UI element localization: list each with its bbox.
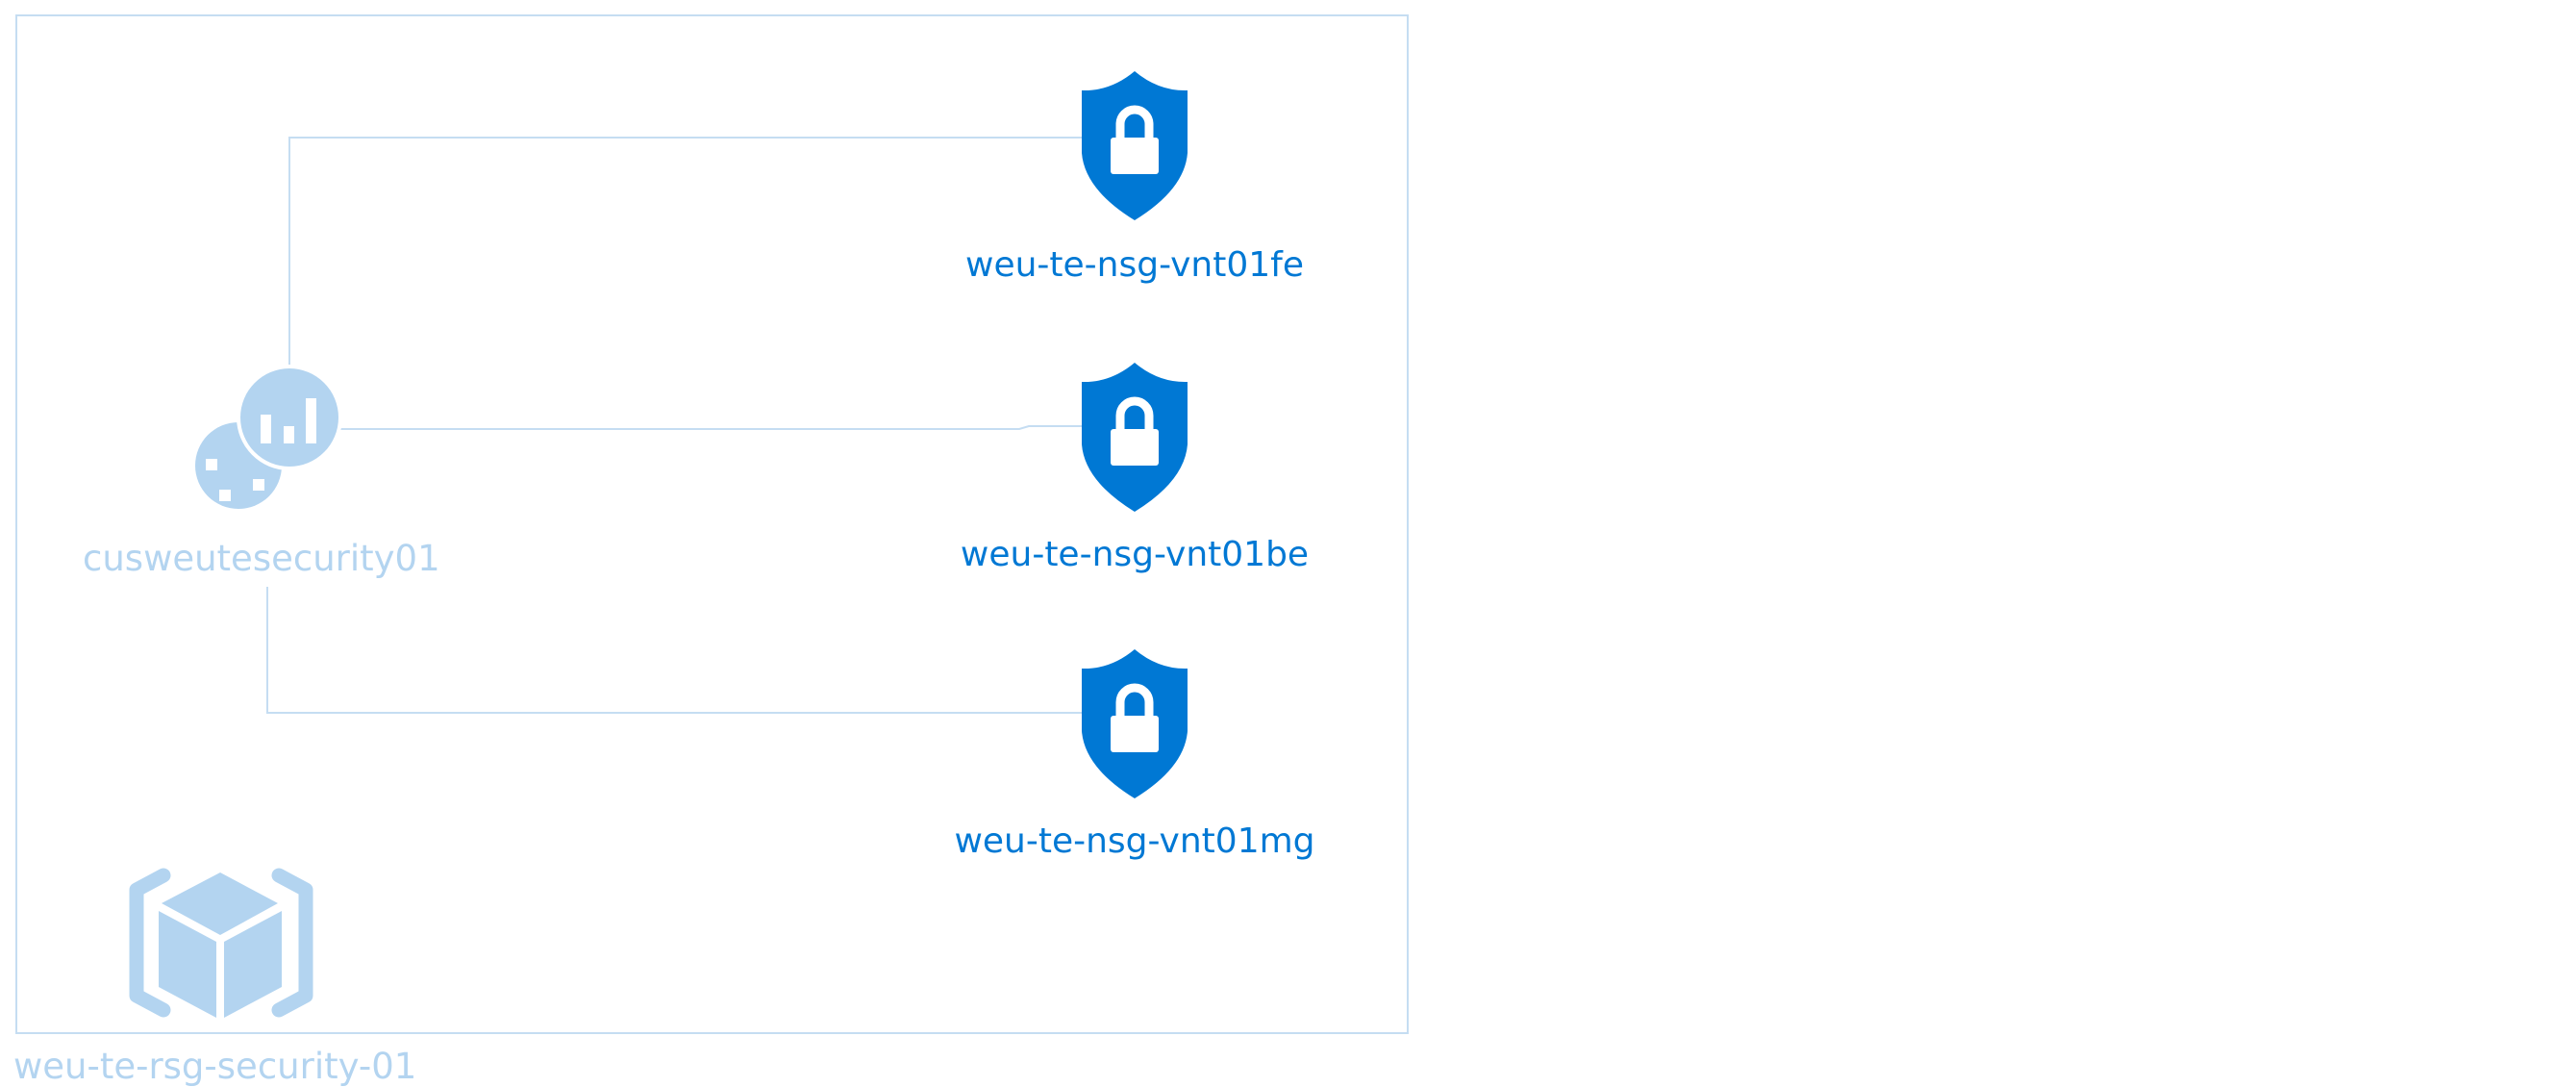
resource-group-cube-icon <box>129 868 313 1018</box>
nsg-name-label: weu-te-nsg-vnt01fe <box>965 245 1304 285</box>
connector-to-nsg-be <box>337 425 1085 430</box>
nsg-shield-icon-fe <box>1082 71 1188 220</box>
resource-group-frame <box>15 14 1409 1034</box>
nsg-name-label: weu-te-nsg-vnt01be <box>960 535 1310 574</box>
connector-to-nsg-fe <box>288 137 1085 369</box>
nsg-shield-icon-mg <box>1082 649 1188 798</box>
connector-to-nsg-mg <box>266 587 1085 714</box>
nsg-shield-icon-be <box>1082 363 1188 512</box>
workspace-name-label: cusweutesecurity01 <box>83 538 440 579</box>
resource-group-name-label: weu-te-rsg-security-01 <box>13 1046 417 1087</box>
nsg-name-label: weu-te-nsg-vnt01mg <box>954 822 1315 861</box>
log-analytics-workspace-icon <box>195 365 342 509</box>
